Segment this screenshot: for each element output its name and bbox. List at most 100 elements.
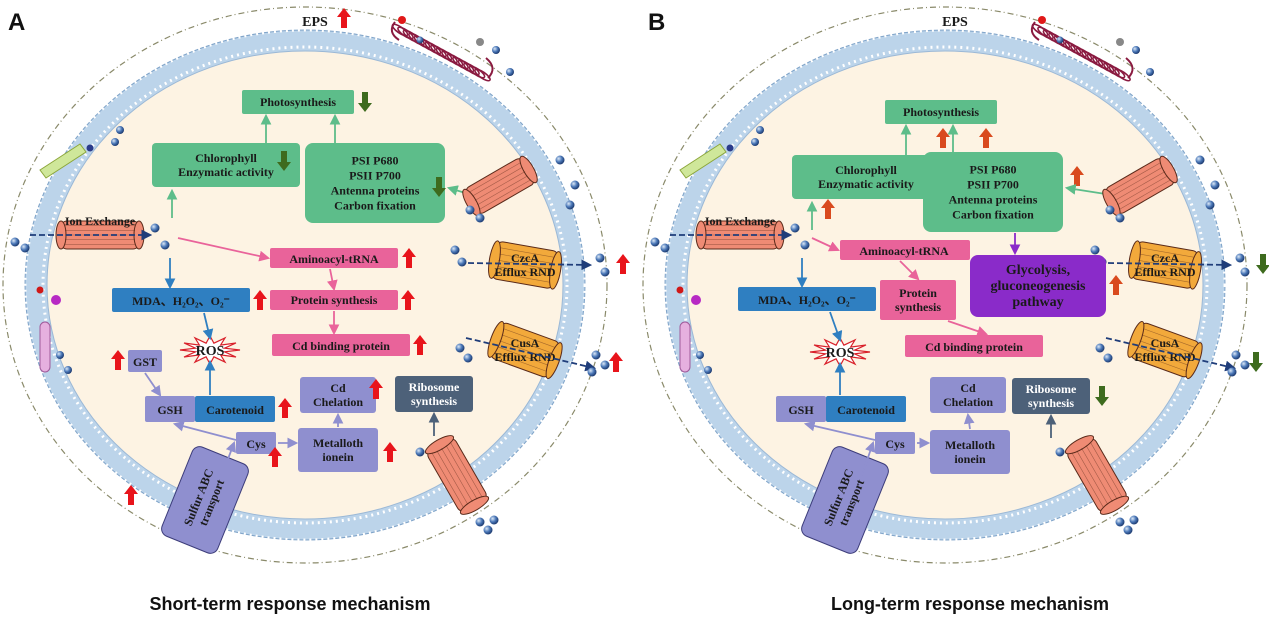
cusa-regulation-arrow [609,352,623,372]
gsh-box [145,396,195,422]
membrane-helix-coil [474,68,491,82]
bottom-channel-stripe [1072,453,1104,508]
arrow-mda-to-ros [202,312,214,341]
glycolysis-label-line-1: Glycolysis, [1006,263,1070,278]
upper-channel-stripe [1117,175,1168,206]
czca-efflux-pump-stripe [498,260,552,270]
cusa-label-line-1: CusA [511,336,540,350]
cusa-efflux-pump-stripe [1137,346,1189,366]
left-ion-2 [751,138,759,146]
bottom-channel-stripe [1085,445,1118,500]
ribosome-label-line-1: Ribosome [1026,382,1077,396]
cys-label: Cys [885,437,905,451]
czca-efflux-pump-stripe [1140,247,1194,258]
cys-box [875,432,915,454]
membrane-outer-heads [23,28,587,542]
aminoacyl-trna-box [270,248,398,268]
ion-exchange-ion-4 [160,240,170,250]
membrane-inner-heads [41,45,569,525]
czca-ion-2 [1240,267,1250,277]
photosynthesis-up-arrow-1 [936,128,950,148]
helix-ion-2 [1146,68,1154,76]
cd-chelation-label-line-2: Chelation [943,395,993,409]
helix-ligand-red [1038,16,1046,24]
arrow-sulfur-to-cys [221,440,237,476]
helix-ion-1 [1132,46,1140,54]
czca-efflux-pump-stripe [500,247,554,258]
bottom-channel-stripe [436,450,469,505]
left-ligand-3 [36,286,44,294]
cusa-ion-3 [587,367,597,377]
cusa-efflux-pump-stripe [497,346,549,366]
chlorophyll-regulation-arrow [277,151,291,171]
arrow-sulfur-to-cys [861,440,876,476]
ros-label: ROS [826,346,855,361]
glycolysis-label-line-2: gluconeogenesis [991,279,1086,294]
czca-label-line-2: Efflux RND [494,265,555,279]
eps-regulation-arrow [337,8,351,28]
upper-ion-5 [475,213,485,223]
bottom-channel [424,435,490,515]
left-ligand-2 [691,295,701,305]
aminoacyl-trna-label: Aminoacyl-tRNA [289,252,379,266]
membrane-helix-coil [1114,68,1131,82]
upper-channel-stripe [1114,171,1166,201]
photosynthesis-box [242,90,354,114]
photosystem-label-line-2: PSII P700 [349,169,401,183]
cusa-efflux-pump-stripe [495,352,547,372]
bottom-ion-4 [1055,447,1065,457]
eps-label: EPS [942,15,968,30]
upper-channel-stripe [474,171,526,201]
cd-chelation-box [930,377,1006,413]
photosystem-label-line-4: Carbon fixation [334,199,416,213]
cusa-efflux-pump [1127,320,1203,380]
metallothionein-box [930,430,1010,474]
gst-label: GST [133,355,157,369]
photosystem-regulation-arrow [432,177,446,197]
panel-caption: Short-term response mechanism [149,594,430,614]
cd-binding-protein-box [272,334,410,356]
cusa-ion-1 [1231,350,1241,360]
protein-synthesis-regulation-arrow [401,290,415,310]
arrow-cys-to-gsh [803,420,876,441]
sulfur-regulation-arrow [124,485,138,505]
cd-chelation-label-line-1: Cd [330,381,346,395]
cusa-regulation-arrow [1249,352,1263,372]
glycolysis-regulation-arrow [1109,275,1123,295]
czca-label-line-1: CzcA [1151,251,1179,265]
bottom-channel-stripe [1090,442,1122,497]
ros-burst [179,334,241,366]
cusa-efflux-pump-stripe [1135,352,1187,372]
arrow-cusa-efflux [465,337,597,372]
panel-caption: Long-term response mechanism [831,594,1109,614]
arrow-aminoacyl-to-protein [899,260,920,281]
helix-ligand-red [398,16,406,24]
helix-ion-3 [416,36,424,44]
bottom-channel-stripe [1081,448,1113,502]
arrow-metallothionein-to-chelation [963,412,975,430]
czca-efflux-pump-stripe [1138,260,1192,270]
czca-ion-3 [1090,245,1100,255]
metallothionein-label-line-1: Metalloth [313,436,363,450]
chlorophyll-box [792,155,940,199]
gst-regulation-arrow [111,350,125,370]
left-ligand-1 [86,144,94,152]
bottom-ion-3 [1129,515,1139,525]
cys-box [236,432,276,454]
helix-ligand-gray [1116,38,1124,46]
gsh-label: GSH [788,403,814,417]
arrow-ion-to-aminoacyl [811,237,840,252]
czca-ion-3 [450,245,460,255]
sulfur-abc-body [161,446,249,554]
cd-chelation-label-line-1: Cd [960,381,976,395]
bottom-ion-1 [475,517,485,527]
protein-synthesis-label-line-1: Protein synthesis [291,293,378,307]
arrow-gst-to-gsh [144,372,162,397]
glycolysis-label-line-3: pathway [1012,295,1063,310]
chlorophyll-label-line-1: Chlorophyll [195,151,257,165]
left-ion-2 [111,138,119,146]
cusa-efflux-pump-stripe [1141,334,1193,354]
left-ion-3 [56,351,64,359]
ros-burst [809,336,871,368]
